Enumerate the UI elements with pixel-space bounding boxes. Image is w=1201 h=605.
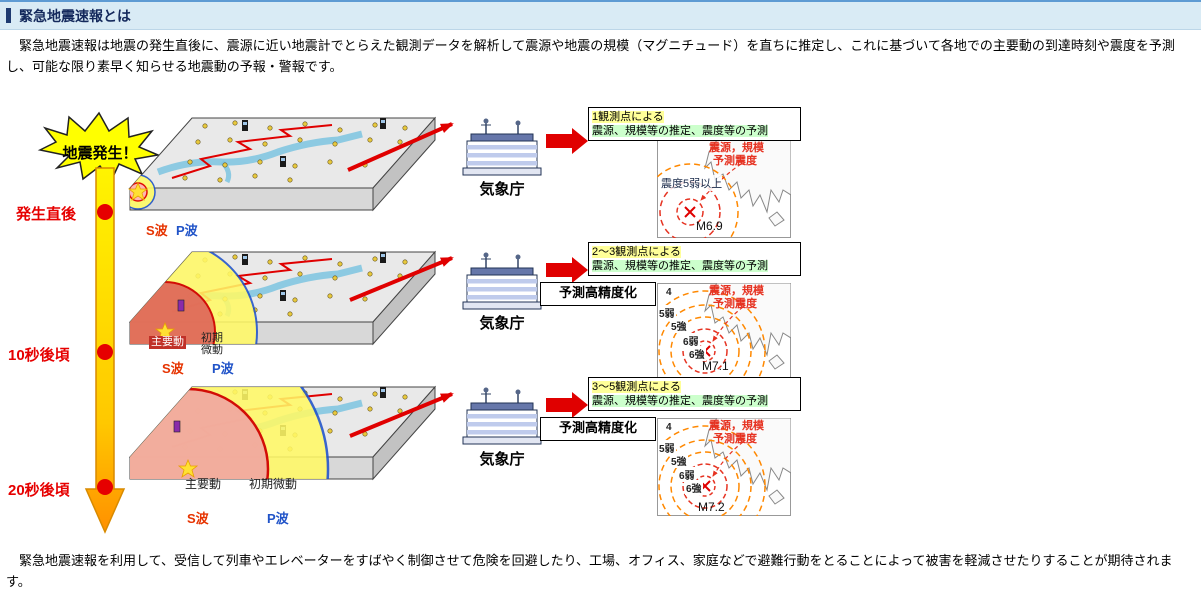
page-title: 緊急地震速報とは — [19, 7, 131, 24]
map1-legend-line2: 予測震度 — [713, 155, 757, 167]
observation-count-1: 1観測点による — [592, 111, 664, 123]
jma-building-icon-3 — [462, 386, 542, 445]
timeline-dot-2 — [97, 344, 113, 360]
transmit-arrow-2 — [349, 256, 454, 302]
s-wave-label-2: S波 — [162, 361, 184, 376]
eew-flow-diagram: 地震発生！ 発生直後 10秒後頃 20秒後頃 S波 P波 主要動 初期微動 S波… — [0, 104, 1201, 551]
map3-intensity-6s: 6強 — [685, 480, 703, 495]
time-label-10s: 10秒後頃 — [8, 347, 70, 364]
output-arrow-1 — [546, 128, 588, 154]
jma-building-icon-1 — [462, 117, 542, 176]
map2-legend-line1: 震源，規模 — [709, 285, 764, 297]
time-label-20s: 20秒後頃 — [8, 482, 70, 499]
prediction-text-3: 震源、規模等の推定、震度等の予測 — [592, 395, 768, 407]
outro-paragraph: 緊急地震速報を利用して、受信して列車やエレベーターをすばやく制御させて危険を回避… — [6, 553, 1173, 589]
map2-legend-line2: 予測震度 — [713, 298, 757, 310]
s-wave-label-3: S波 — [187, 511, 209, 526]
quake-burst-shape — [37, 111, 161, 183]
map3-intensity-5w: 5弱 — [658, 440, 676, 455]
estimate-box-3: 3～5観測点による 震源、規模等の推定、震度等の予測 — [588, 377, 801, 411]
diagram-shapes — [37, 111, 791, 534]
map3-magnitude: M7.2 — [698, 500, 725, 514]
map2-intensity-5w: 5弱 — [658, 305, 676, 320]
agency-label-3: 気象庁 — [479, 451, 525, 468]
map2-intensity-6s: 6強 — [688, 346, 706, 361]
transmit-arrow-1 — [347, 122, 454, 172]
map2-intensity-5s: 5強 — [670, 318, 688, 333]
observation-count-3: 3～5観測点による — [592, 381, 681, 393]
observation-count-2: 2～3観測点による — [592, 246, 681, 258]
estimate-box-2: 2～3観測点による 震源、規模等の推定、震度等の予測 — [588, 242, 801, 276]
initial-motion-label-2: 初期微動 — [201, 332, 223, 356]
map1-legend-line1: 震源，規模 — [709, 142, 764, 154]
timeline-dot-1 — [97, 204, 113, 220]
output-arrow-2 — [546, 257, 588, 283]
map3-intensity-4: 4 — [665, 422, 673, 433]
map2-magnitude: M7.1 — [702, 359, 729, 373]
agency-label-1: 気象庁 — [479, 181, 525, 198]
header-accent-bar — [6, 8, 11, 23]
agency-label-2: 気象庁 — [479, 315, 525, 332]
p-wave-label-2: P波 — [212, 361, 234, 376]
map1-magnitude: M6.9 — [696, 219, 723, 233]
map3-legend-line2: 予測震度 — [713, 433, 757, 445]
p-wave-label-3: P波 — [267, 511, 289, 526]
map3-legend-line1: 震源，規模 — [709, 420, 764, 432]
prediction-text-1: 震源、規模等の推定、震度等の予測 — [592, 125, 768, 137]
map1-intensity-note: 震度5弱以上 — [661, 175, 723, 191]
main-motion-label-2: 主要動 — [149, 336, 186, 349]
map3-intensity-5s: 5強 — [670, 453, 688, 468]
intro-paragraph: 緊急地震速報は地震の発生直後に、震源に近い地震計でとらえた観測データを解析して震… — [6, 38, 1175, 74]
timeline-dot-3 — [97, 479, 113, 495]
accuracy-box-2: 予測高精度化 — [540, 282, 656, 306]
section-header: 緊急地震速報とは — [0, 0, 1201, 30]
main-motion-label-3: 主要動 — [185, 477, 222, 491]
map3-intensity-6w: 6弱 — [678, 467, 696, 482]
map2-intensity-4: 4 — [665, 287, 673, 298]
estimate-box-1: 1観測点による 震源、規模等の推定、震度等の予測 — [588, 107, 801, 141]
quake-burst-label: 地震発生！ — [62, 145, 138, 162]
terrain-block-1 — [121, 118, 435, 210]
prediction-map-3 — [657, 418, 791, 516]
time-label-immediate: 発生直後 — [16, 206, 77, 223]
initial-motion-label-3: 初期微動 — [249, 477, 298, 491]
p-wave-label-1: P波 — [176, 223, 198, 238]
prediction-text-2: 震源、規模等の推定、震度等の予測 — [592, 260, 768, 272]
jma-building-icon-2 — [462, 251, 542, 310]
s-wave-label-1: S波 — [146, 223, 168, 238]
output-arrow-3 — [546, 392, 588, 418]
map2-intensity-6w: 6弱 — [682, 333, 700, 348]
accuracy-box-3: 予測高精度化 — [540, 417, 656, 441]
transmit-arrow-3 — [349, 392, 454, 438]
